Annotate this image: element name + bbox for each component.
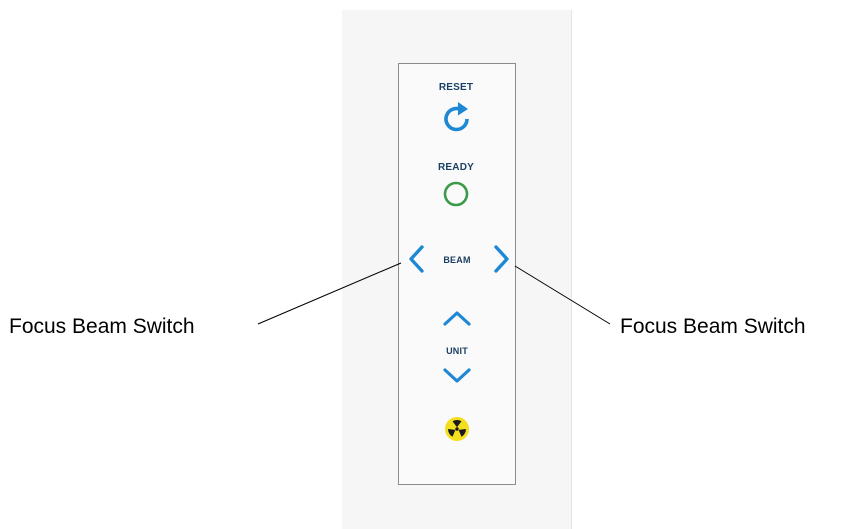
- chevron-up-icon: [440, 306, 474, 330]
- unit-down-button[interactable]: [440, 364, 474, 388]
- unit-label: UNIT: [446, 346, 468, 356]
- ready-button[interactable]: READY: [430, 158, 482, 216]
- left-leader-line: [257, 262, 402, 325]
- beam-label: BEAM: [443, 255, 471, 265]
- control-panel: [398, 63, 516, 485]
- ring-icon: [441, 179, 471, 209]
- vertical-divider: [571, 10, 572, 529]
- callout-right: Focus Beam Switch: [620, 315, 806, 338]
- unit-up-button[interactable]: [440, 306, 474, 330]
- beam-left-button[interactable]: [404, 242, 430, 276]
- chevron-right-icon: [488, 242, 514, 276]
- reset-label: RESET: [438, 82, 474, 93]
- callout-left: Focus Beam Switch: [9, 315, 195, 338]
- refresh-arrow-icon: [442, 100, 472, 134]
- beam-right-button[interactable]: [488, 242, 514, 276]
- radiation-trefoil-icon: [444, 416, 470, 442]
- reset-button[interactable]: RESET: [430, 78, 482, 136]
- chevron-left-icon: [404, 242, 430, 276]
- chevron-down-icon: [440, 364, 474, 388]
- right-leader-line: [514, 265, 611, 325]
- ready-label: READY: [437, 162, 474, 173]
